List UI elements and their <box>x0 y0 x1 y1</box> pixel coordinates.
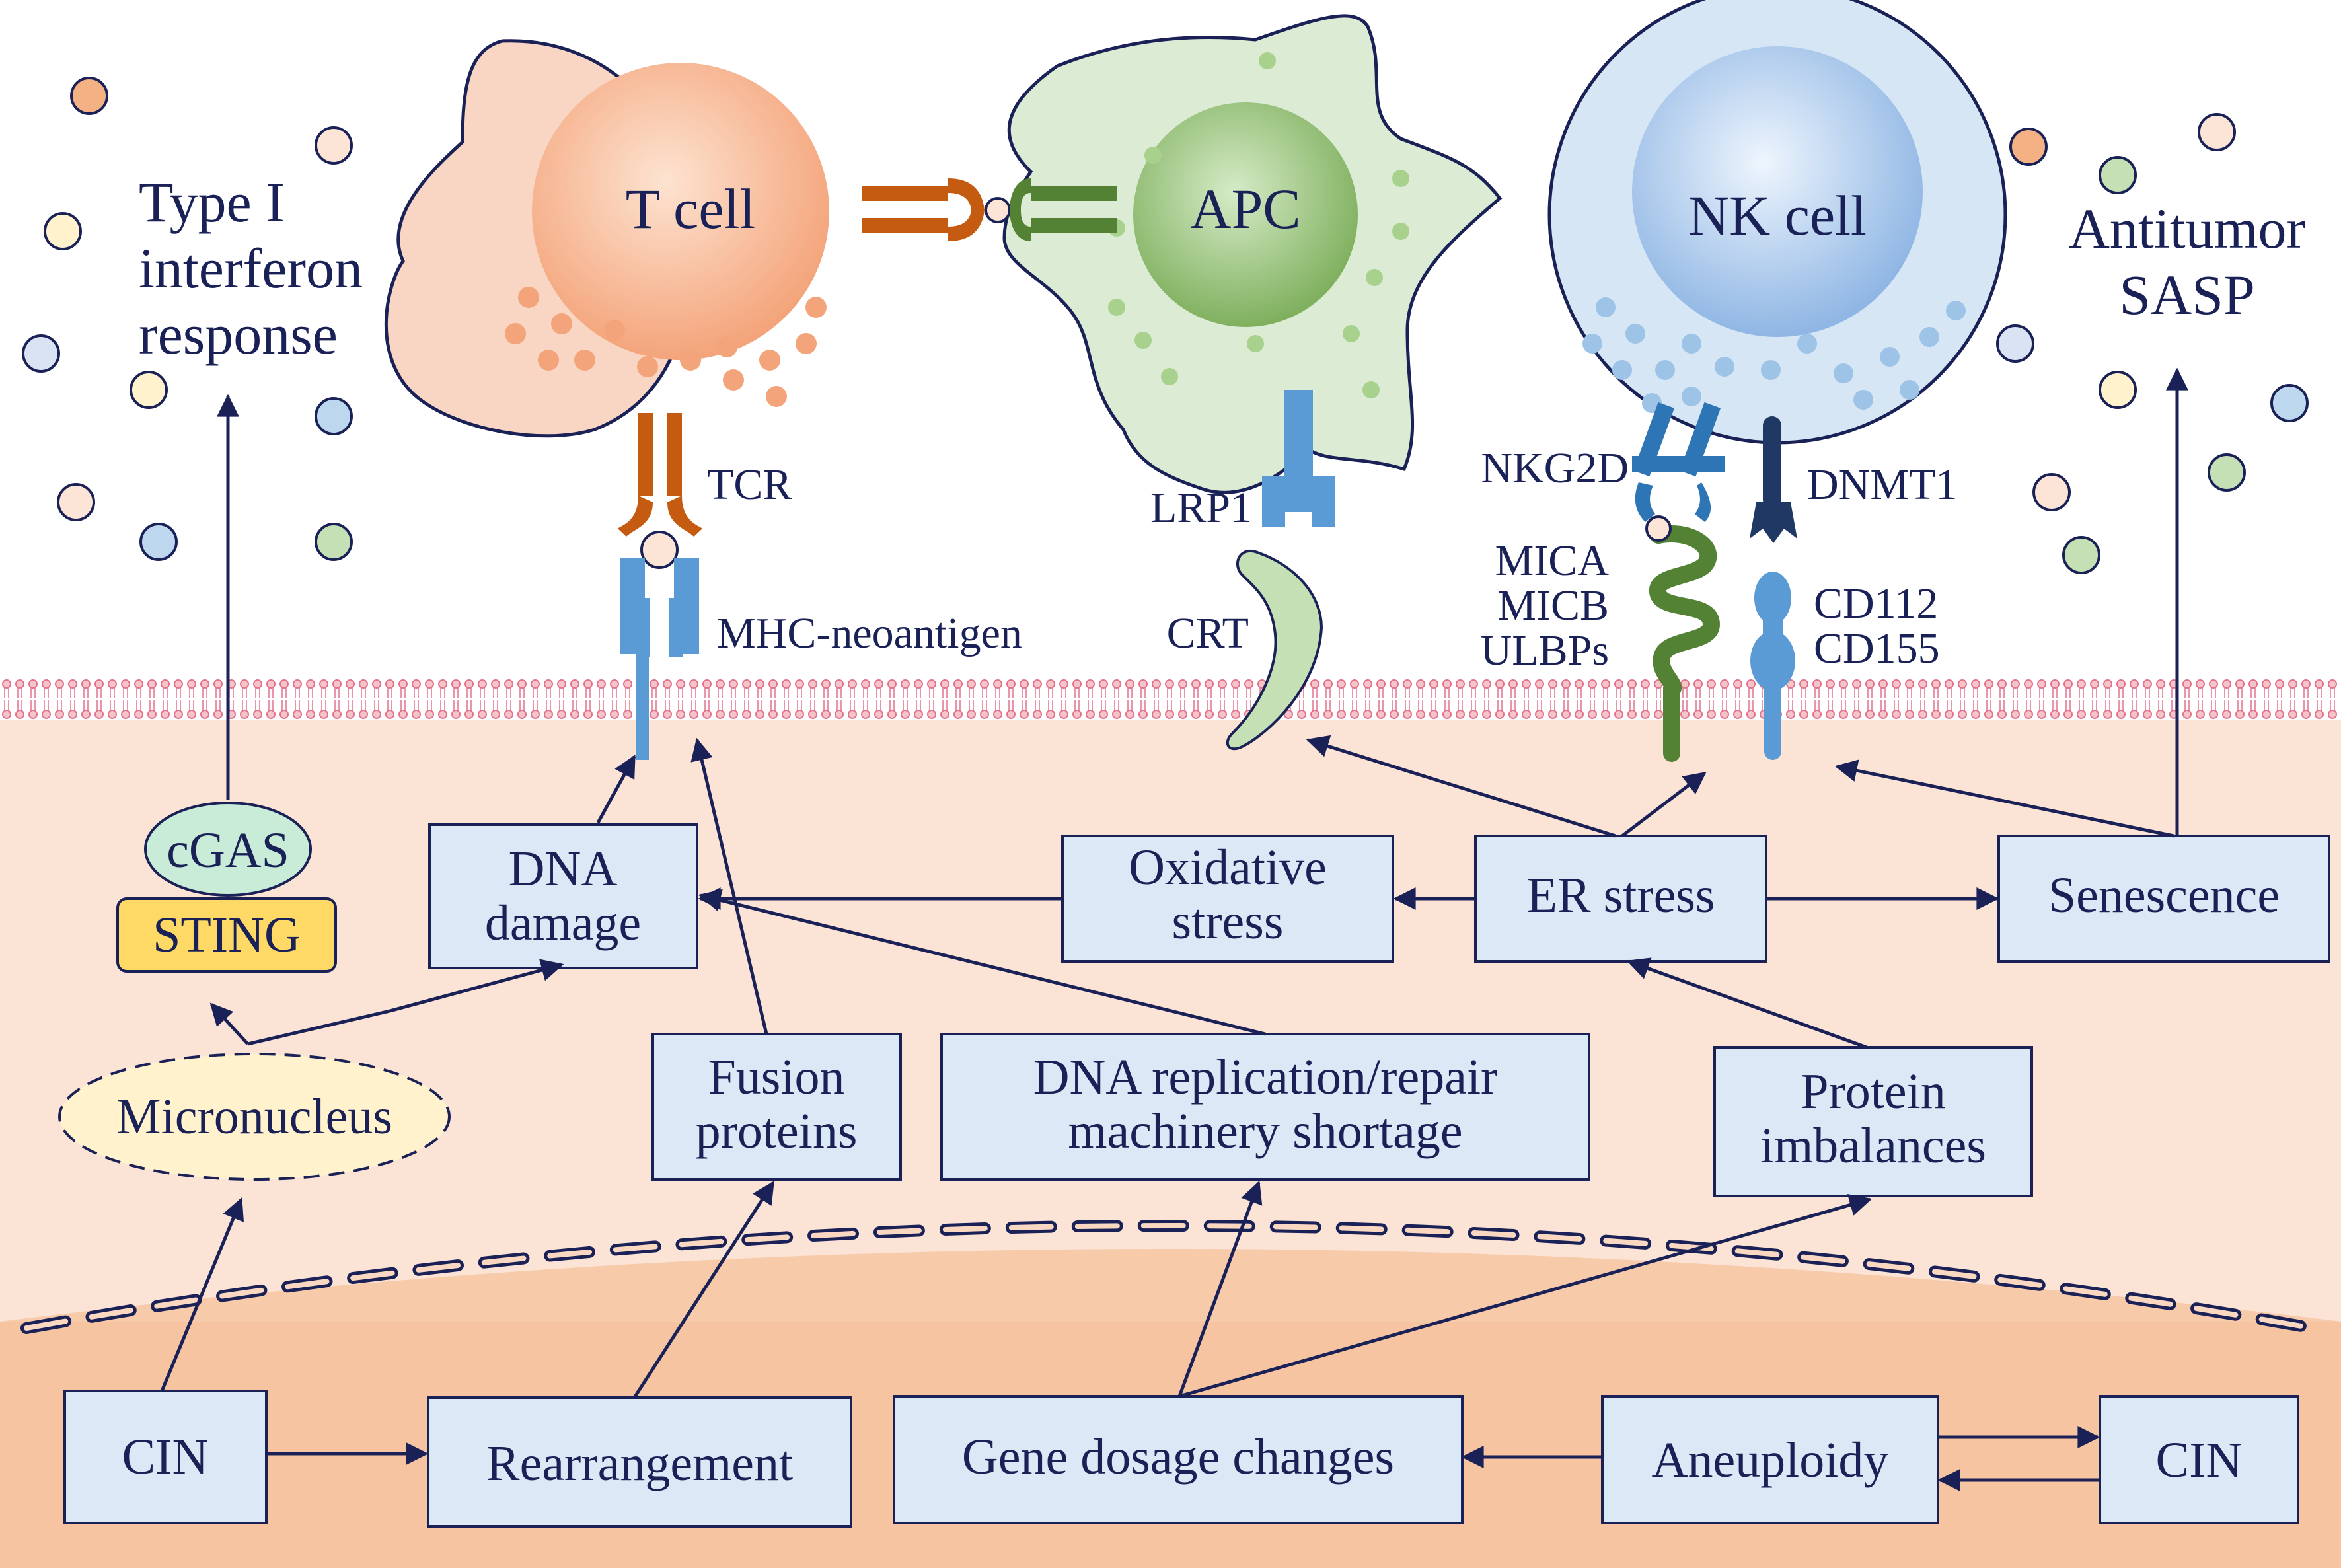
box-senescence <box>1997 835 2330 963</box>
crt-label: CRT <box>1167 609 1249 657</box>
node-boxes <box>63 823 2330 1528</box>
box-dna-damage <box>428 823 698 969</box>
cgas-shape <box>144 802 312 897</box>
replication-line-1: DNA replication/repair <box>1033 1049 1498 1105</box>
nk-cell-label: NK cell <box>1688 184 1867 247</box>
rearrangement-label: Rearrangement <box>486 1436 793 1491</box>
cd112-cd155-ligand <box>1750 572 1795 760</box>
box-cin-right <box>2099 1395 2299 1524</box>
pathway-arrows <box>160 367 2188 1491</box>
ulbps-label: ULBPs <box>1481 626 1609 675</box>
nkg2d-receptor <box>1632 402 1725 522</box>
crt-molecule <box>1226 549 1323 751</box>
box-aneuploidy <box>1601 1395 1939 1524</box>
micronucleus-label: Micronucleus <box>116 1089 392 1144</box>
box-oxidative-stress <box>1061 835 1394 963</box>
nk-cell-nucleus <box>1632 46 1923 337</box>
cell-membrane <box>0 679 2341 719</box>
senescence-label: Senescence <box>2048 868 2280 923</box>
er-stress-label: ER stress <box>1527 868 1715 923</box>
dnmt1-receptor <box>1750 416 1797 543</box>
t-cell-granules <box>505 287 827 407</box>
cd155-label: CD155 <box>1814 624 1940 673</box>
protein-imbalance-line-1: Protein <box>1801 1064 1946 1119</box>
apc-receptor-green <box>1010 178 1117 241</box>
interferon-line-3: response <box>139 303 338 366</box>
box-replication <box>940 1033 1590 1181</box>
oxidative-line-1: Oxidative <box>1129 840 1327 895</box>
box-gene-dosage <box>893 1395 1464 1524</box>
box-rearrangement <box>427 1396 852 1528</box>
mhc-label: MHC-neoantigen <box>717 609 1022 657</box>
box-protein-imbalance <box>1713 1046 2033 1197</box>
mica-ligand <box>1649 525 1721 762</box>
lrp1-label: LRP1 <box>1150 484 1252 532</box>
cd112-label: CD112 <box>1814 579 1938 628</box>
cin-left-label: CIN <box>122 1429 209 1485</box>
cytokine-dots <box>22 77 2309 574</box>
mica-head <box>1645 515 1672 542</box>
aneuploidy-label: Aneuploidy <box>1652 1433 1889 1488</box>
dna-damage-line-1: DNA <box>509 841 618 897</box>
tcr-label: TCR <box>707 461 792 509</box>
cgas-label: cGAS <box>167 823 289 878</box>
box-fusion <box>651 1033 902 1181</box>
apc-label: APC <box>1190 177 1300 241</box>
sting-shape <box>116 897 337 973</box>
interferon-line-2: interferon <box>139 237 363 300</box>
neoantigen <box>640 531 679 569</box>
tcr-receptor <box>618 413 702 537</box>
interferon-line-1: Type I <box>139 170 285 234</box>
box-cin-left <box>63 1390 268 1524</box>
replication-line-2: machinery shortage <box>1068 1103 1462 1159</box>
t-cell-label: T cell <box>626 177 756 241</box>
lrp1-receptor <box>1262 390 1335 527</box>
nkg2d-label: NKG2D <box>1481 444 1629 492</box>
micb-label: MICB <box>1497 581 1609 630</box>
tcell-apc-ligand <box>985 197 1011 223</box>
protein-imbalance-line-2: imbalances <box>1760 1118 1986 1174</box>
mhc-neoantigen-molecule <box>620 558 699 760</box>
oxidative-line-2: stress <box>1172 894 1284 950</box>
gene-dosage-label: Gene dosage changes <box>962 1429 1394 1485</box>
apc-nucleus <box>1133 102 1358 327</box>
sasp-line-2: SASP <box>2119 263 2255 326</box>
fusion-line-2: proteins <box>696 1103 858 1159</box>
micronucleus-shape <box>58 1053 451 1181</box>
t-cell-nucleus <box>532 63 829 360</box>
dnmt1-label: DNMT1 <box>1807 461 1957 509</box>
dna-damage-line-2: damage <box>485 895 641 951</box>
cin-right-label: CIN <box>2156 1433 2243 1488</box>
sting-label: STING <box>153 907 301 963</box>
fusion-line-1: Fusion <box>708 1049 845 1105</box>
tcell-apc-receptor-orange <box>862 178 985 241</box>
sasp-line-1: Antitumor <box>2069 197 2305 260</box>
mica-label: MICA <box>1495 537 1610 585</box>
